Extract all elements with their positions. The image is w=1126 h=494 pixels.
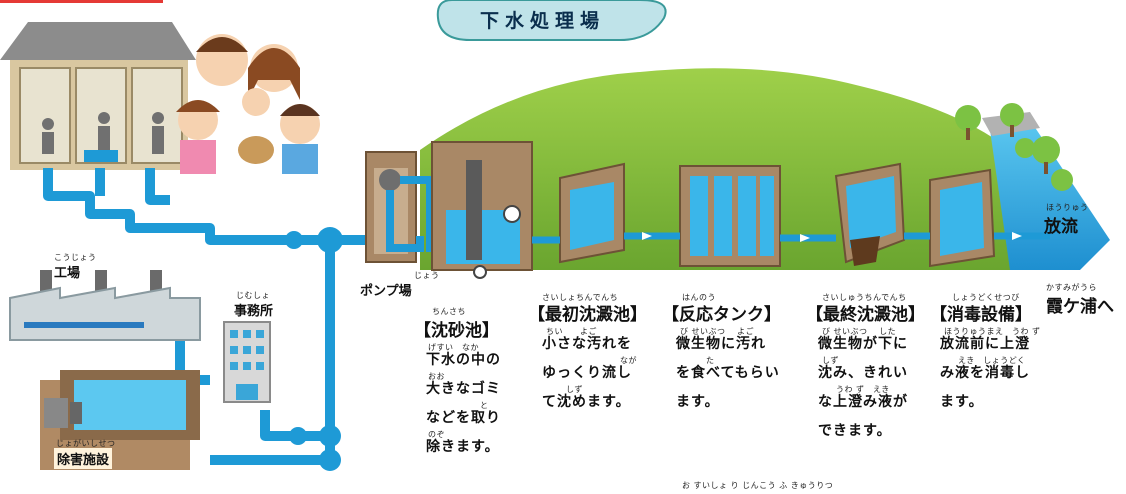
page-title: 下水処理場 xyxy=(480,10,606,32)
office-building xyxy=(223,321,271,403)
stage-ruby: ちんさち xyxy=(432,307,466,316)
desc-line: 下水の中の xyxy=(426,352,501,368)
factory xyxy=(9,270,201,341)
flow-arrows xyxy=(642,232,1022,242)
final-settling-tank xyxy=(834,162,906,266)
family-illustration xyxy=(176,34,320,174)
desc-line: 除きます。 xyxy=(426,439,500,455)
stage-ruby: はんのう xyxy=(682,293,716,302)
stage-heading: 【沈砂池】 xyxy=(414,321,499,341)
pipe-joints xyxy=(285,227,343,471)
disinfection-tank xyxy=(929,168,996,268)
office-label: 事務所 xyxy=(234,304,274,319)
desc-line: み液を消毒し xyxy=(940,365,1030,381)
desc-line: を食べてもらい xyxy=(676,365,780,381)
desc-line: な上澄み液が xyxy=(818,394,908,410)
desc-ruby: た xyxy=(706,356,715,365)
pretreatment-facility xyxy=(40,370,200,470)
desc-ruby: げすい なか xyxy=(428,343,479,352)
pump-station-label: ポンプ場 xyxy=(360,284,412,299)
reaction-tank xyxy=(679,165,781,267)
desc-line: ゆっくり流し xyxy=(542,365,632,381)
house xyxy=(0,22,196,170)
desc-ruby: び せいぶつ した xyxy=(822,327,897,336)
factory-ruby: こうじょう xyxy=(54,253,97,262)
desc-line: できます。 xyxy=(818,423,892,439)
stage-ruby: しょうどくせつび xyxy=(952,293,1020,302)
desc-line: 放流前に上澄 xyxy=(940,336,1030,352)
discharge-label: 放流 xyxy=(1044,217,1078,237)
desc-line: 小さな汚れを xyxy=(542,336,632,352)
desc-line: ます。 xyxy=(940,394,984,410)
discharge-ruby: ほうりゅう xyxy=(1046,203,1089,212)
desc-line: 沈み、きれい xyxy=(818,365,908,381)
desc-ruby: しず xyxy=(566,385,583,394)
desc-ruby: えき しょうどく xyxy=(958,356,1026,365)
stage-heading: 【消毒設備】 xyxy=(930,305,1032,325)
desc-ruby: ちい よご xyxy=(546,327,597,336)
tree-trunks xyxy=(966,125,1048,174)
desc-line: ます。 xyxy=(676,394,720,410)
desc-line: 微生物に汚れ xyxy=(676,336,766,352)
lake-label: 霞ケ浦へ xyxy=(1046,297,1114,317)
desc-ruby: なが xyxy=(620,356,637,365)
pump-station xyxy=(365,151,424,263)
desc-line: 大きなゴミ xyxy=(426,381,501,397)
pump-station-ruby: じょう xyxy=(414,271,440,280)
stage-heading: 【最初沈澱池】 xyxy=(528,305,647,325)
primary-settling-tank xyxy=(559,162,625,264)
desc-ruby: ほうりゅうまえ うわ ず xyxy=(944,327,1041,336)
trees xyxy=(955,103,1073,191)
stage-ruby: さいしょちんでんち xyxy=(542,293,619,302)
desc-ruby: しず xyxy=(822,356,839,365)
factory-label: 工場 xyxy=(54,266,81,281)
desc-line: などを取り xyxy=(426,410,501,426)
pretreatment-label: 除害施設 xyxy=(54,448,113,469)
grit-chamber xyxy=(431,141,533,279)
desc-ruby: び せいぶつ よご xyxy=(680,327,755,336)
lake-ruby: かすみがうら xyxy=(1046,283,1097,292)
desc-ruby: と xyxy=(480,401,489,410)
title-banner xyxy=(436,0,667,41)
desc-line: て沈めます。 xyxy=(542,394,631,410)
stage-ruby: さいしゅうちんでんち xyxy=(822,293,907,302)
red-underline xyxy=(0,0,163,3)
stage-heading: 【最終沈澱池】 xyxy=(806,305,925,325)
desc-ruby: うわ ず えき xyxy=(836,385,890,394)
pretreatment-ruby: じょがいしせつ xyxy=(56,439,116,448)
desc-line: 微生物が下に xyxy=(818,336,908,352)
office-ruby: じむしょ xyxy=(236,291,270,300)
stage-heading: 【反応タンク】 xyxy=(662,305,781,325)
desc-ruby: のぞ xyxy=(428,430,445,439)
desc-ruby: おお xyxy=(428,372,445,381)
bottom-ruby: お すいしょ り じんこう ふ きゅうりつ xyxy=(682,481,834,490)
